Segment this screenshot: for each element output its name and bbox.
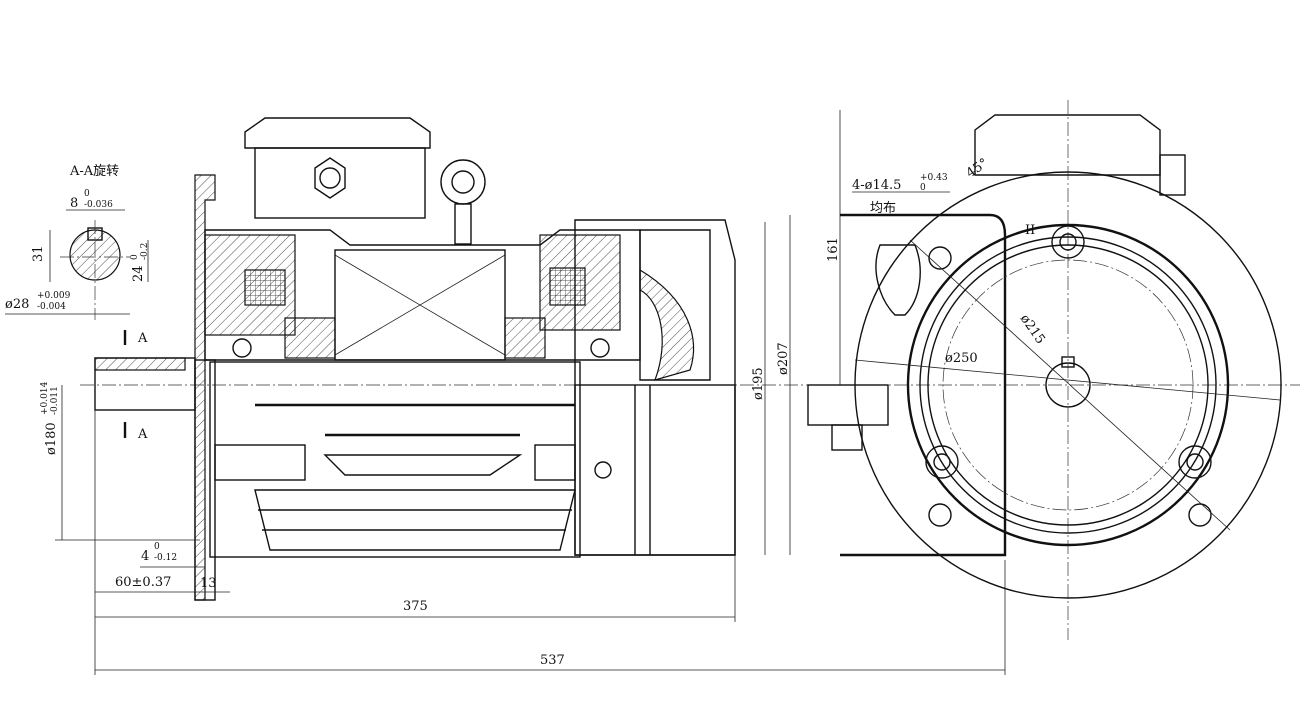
section-mark-a-top: A: [137, 331, 148, 346]
spigot-dia-upper-tol: +0.014: [40, 381, 50, 415]
height-161-dim: 161: [826, 237, 841, 262]
terminal-box-lid: [244, 117, 431, 149]
terminal-box-end: [974, 114, 1161, 176]
shaft-end: [1045, 362, 1091, 408]
bolt-holes: [925, 225, 1212, 527]
dia-195-dim: ø195: [751, 367, 766, 400]
cable-gland-end: [1159, 154, 1186, 196]
front-bearing: [232, 338, 252, 358]
end-shield-outer: [906, 223, 1230, 547]
eyebolt: [440, 159, 486, 205]
winding-front: [244, 269, 286, 306]
section-mark-a-bottom: A: [137, 427, 148, 442]
pcd-215-dim: ø215: [1017, 312, 1048, 347]
section-a-a: A-A旋转 8 0 -0.036 31 24 0 -0.2 ø28 +0.009…: [5, 164, 150, 320]
holes-upper-tol: +0.43: [920, 173, 948, 183]
flange-thickness-dim: 13: [200, 576, 217, 591]
holes-dim: 4-ø14.5: [852, 178, 901, 193]
angle-45-dim: 45°: [964, 156, 991, 182]
spigot-depth-upper-tol: 0: [154, 542, 160, 552]
key-width-dim: 8: [70, 196, 78, 211]
length-537-dim: 537: [540, 653, 565, 668]
holes-note: 均布: [870, 201, 896, 216]
winding-rear: [549, 267, 586, 306]
end-shield-inner: [927, 244, 1209, 526]
dia-207-dim: ø207: [776, 342, 791, 375]
stator-core: [334, 249, 506, 361]
key-width-upper-tol: 0: [84, 189, 90, 199]
spigot-dia-dim: ø180: [44, 422, 59, 455]
terminal-box: [254, 147, 426, 219]
end-view: 4-ø14.5 +0.43 0 均布 45° II ø215 ø250: [807, 100, 1282, 640]
side-view: A A ø180 +0.014: [40, 110, 1300, 675]
key-depth-dim: 24: [131, 265, 146, 282]
shaft-dia-dim: ø28: [5, 297, 29, 312]
shaft-length-dim: 60±0.37: [115, 575, 171, 590]
rear-bearing: [590, 338, 610, 358]
cooling-fins: [254, 489, 576, 551]
spigot-depth-lower-tol: -0.12: [154, 553, 177, 563]
cable-gland: [314, 157, 346, 199]
eyebolt-end: [875, 244, 921, 316]
spigot-depth-dim: 4: [141, 549, 149, 564]
section-title: A-A旋转: [69, 164, 119, 179]
height-31-dim: 31: [31, 245, 46, 262]
detail-mark-ii: II: [1025, 223, 1035, 238]
key-width-lower-tol: -0.036: [84, 200, 113, 210]
flange-dia-250-dim: ø250: [945, 351, 978, 366]
shaft-dia-upper-tol: +0.009: [37, 291, 71, 301]
spigot-dia-lower-tol: -0.011: [50, 386, 60, 415]
key-depth-lower-tol: -0.2: [140, 243, 150, 260]
key: [94, 357, 186, 371]
fan: [639, 268, 695, 381]
length-375-dim: 375: [403, 599, 428, 614]
frame-outline: [840, 213, 1007, 557]
holes-lower-tol: 0: [920, 183, 926, 193]
key-depth-upper-tol: 0: [130, 254, 140, 260]
motor-frame: [209, 361, 581, 558]
shaft-dia-lower-tol: -0.004: [37, 302, 66, 312]
